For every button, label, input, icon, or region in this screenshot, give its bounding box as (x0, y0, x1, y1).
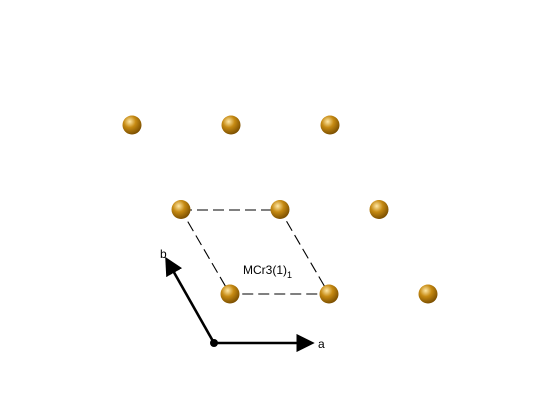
atom-sphere (320, 115, 340, 135)
atom-sphere (171, 200, 191, 219)
axis-origin-dot (210, 339, 218, 347)
unit-cell-label: MCr3(1)1 (243, 263, 292, 280)
atoms-layer (122, 115, 438, 304)
atom-sphere (418, 284, 438, 304)
axis-a-label: a (318, 337, 325, 351)
axis-b-arrow (165, 256, 216, 344)
atom-sphere (122, 115, 142, 135)
axis-b-label: b (160, 247, 167, 261)
atom-sphere (369, 200, 389, 219)
atom-sphere (221, 115, 241, 135)
unit-cell-label-main: MCr3(1) (243, 263, 287, 277)
atom-sphere (220, 284, 240, 304)
atom-sphere (319, 284, 339, 304)
unit-cell-outline (180, 209, 330, 295)
unit-cell-label-subscript: 1 (287, 270, 292, 280)
atom-sphere (270, 200, 290, 219)
